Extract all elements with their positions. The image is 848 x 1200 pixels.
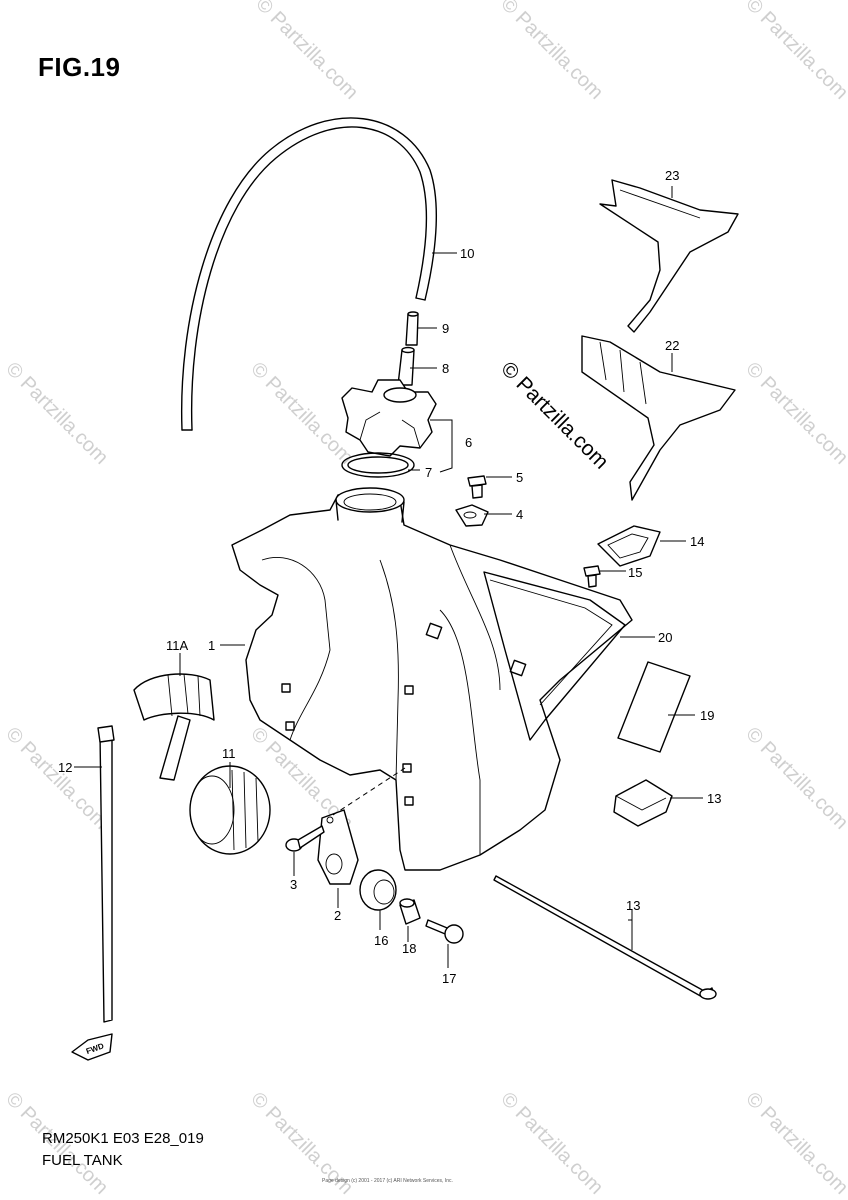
watermark-text: © Partzilla.com (496, 1088, 607, 1199)
callout-labels: 10 9 8 6 7 5 4 14 15 20 19 13 13 23 22 1… (58, 168, 721, 986)
callout-16: 15 (628, 565, 642, 580)
callout-2: 2 (334, 908, 341, 923)
callout-21: 20 (658, 630, 672, 645)
grommet-part (359, 869, 397, 911)
callout-10: 10 (460, 246, 474, 261)
callout-20: 19 (700, 708, 714, 723)
band-part (493, 875, 717, 1000)
fuel-tank-part (231, 487, 633, 871)
bolt-part (425, 919, 464, 944)
cushion-part (455, 504, 489, 527)
bracket-part (597, 525, 661, 567)
callout-18: 17 (442, 971, 456, 986)
figure-title: FIG.19 (38, 52, 121, 82)
callout-11a: 11A (166, 638, 188, 653)
callout-13: 13 (707, 791, 721, 806)
callout-5: 5 (516, 470, 523, 485)
callout-22: 22 (665, 338, 679, 353)
watermark-text: © Partzilla.com (741, 0, 848, 104)
callout-8: 8 (442, 361, 449, 376)
strap-part (97, 725, 115, 1023)
diagram-code: RM250K1 E03 E28_019 (42, 1130, 204, 1147)
copyright-notice: Page design (c) 2001 - 2017 (c) ARI Netw… (322, 1178, 453, 1184)
forward-arrow: FWD (71, 1033, 113, 1061)
callout-12: 12 (58, 760, 72, 775)
fuel-cap-part (341, 379, 437, 457)
watermark-text: © Partzilla.com (251, 0, 362, 104)
callout-17: 16 (374, 933, 388, 948)
callout-11: 11 (222, 746, 236, 761)
breather-pipe-part (405, 311, 419, 346)
tank-bracket-part (317, 809, 359, 885)
watermark-text: © Partzilla.com (246, 358, 357, 469)
watermark-text: © Partzilla.com (1, 358, 112, 469)
callout-23: 23 (665, 168, 679, 183)
breather-hose-part (180, 117, 438, 431)
watermark-text: © Partzilla.com (741, 723, 848, 834)
callout-1: 1 (208, 638, 215, 653)
callout-6: 6 (465, 435, 472, 450)
bolt-part (285, 825, 325, 852)
watermark-text: © Partzilla.com (741, 358, 848, 469)
rubber-part (133, 673, 215, 781)
callout-7: 7 (425, 465, 432, 480)
cap-gasket-part (341, 452, 415, 478)
side-plate-lower-part (581, 335, 736, 501)
pad-part (617, 661, 691, 753)
screw-part (583, 565, 601, 588)
watermark-text: © Partzilla.com (1, 723, 112, 834)
collar-part (399, 898, 421, 925)
callout-4: 4 (516, 507, 523, 522)
cushion-block-part (613, 779, 673, 827)
side-plate-upper-part (599, 179, 739, 333)
diagram-name: FUEL TANK (42, 1152, 123, 1169)
callout-9: 9 (442, 321, 449, 336)
screw-part (467, 475, 487, 499)
callout-15: 14 (690, 534, 704, 549)
leader-lines (74, 186, 703, 968)
valve-part (397, 346, 415, 386)
callout-3: 3 (290, 877, 297, 892)
watermark-text: © Partzilla.com (741, 1088, 848, 1199)
watermark-text: © Partzilla.com (496, 0, 607, 104)
callout-14: 13 (626, 898, 640, 913)
callout-19: 18 (402, 941, 416, 956)
